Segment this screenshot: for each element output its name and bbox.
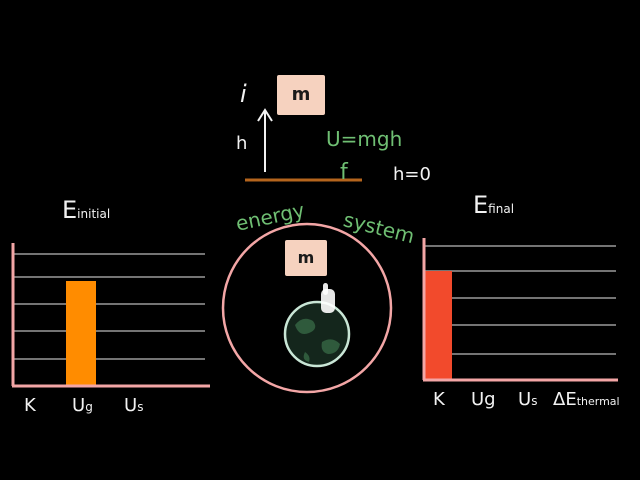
system-mass-block: m — [285, 240, 327, 276]
final-label-k: K — [433, 389, 445, 410]
initial-title-sub: initial — [77, 207, 111, 221]
height-arrow-head — [257, 108, 273, 122]
friction-label: f — [340, 160, 348, 185]
final-label-ug: Ug — [471, 389, 496, 410]
i-label: i — [240, 80, 247, 108]
top-mass-block: m — [277, 75, 325, 115]
final-chart-title: Efinal — [473, 191, 514, 219]
hand-pointer-icon — [321, 283, 335, 313]
final-label-thermal: ΔEthermal — [553, 389, 620, 410]
final-k-bar — [425, 271, 452, 379]
initial-ug-bar — [66, 281, 96, 385]
initial-chart-title: Einitial — [62, 196, 110, 224]
earth-icon — [283, 300, 351, 368]
initial-label-k: K — [24, 395, 36, 416]
ground-height-label: h=0 — [393, 164, 431, 185]
potential-energy-equation: U=mgh — [326, 127, 403, 151]
initial-title-main: E — [62, 196, 78, 224]
height-label: h — [236, 133, 248, 154]
system-circle — [221, 222, 393, 394]
initial-label-us: Us — [124, 395, 144, 416]
final-energy-chart — [422, 238, 618, 382]
final-title-main: E — [473, 191, 489, 219]
initial-label-ug: Ug — [72, 395, 93, 416]
final-label-us: Us — [518, 389, 538, 410]
initial-energy-chart — [11, 243, 210, 388]
final-title-sub: final — [488, 202, 515, 216]
